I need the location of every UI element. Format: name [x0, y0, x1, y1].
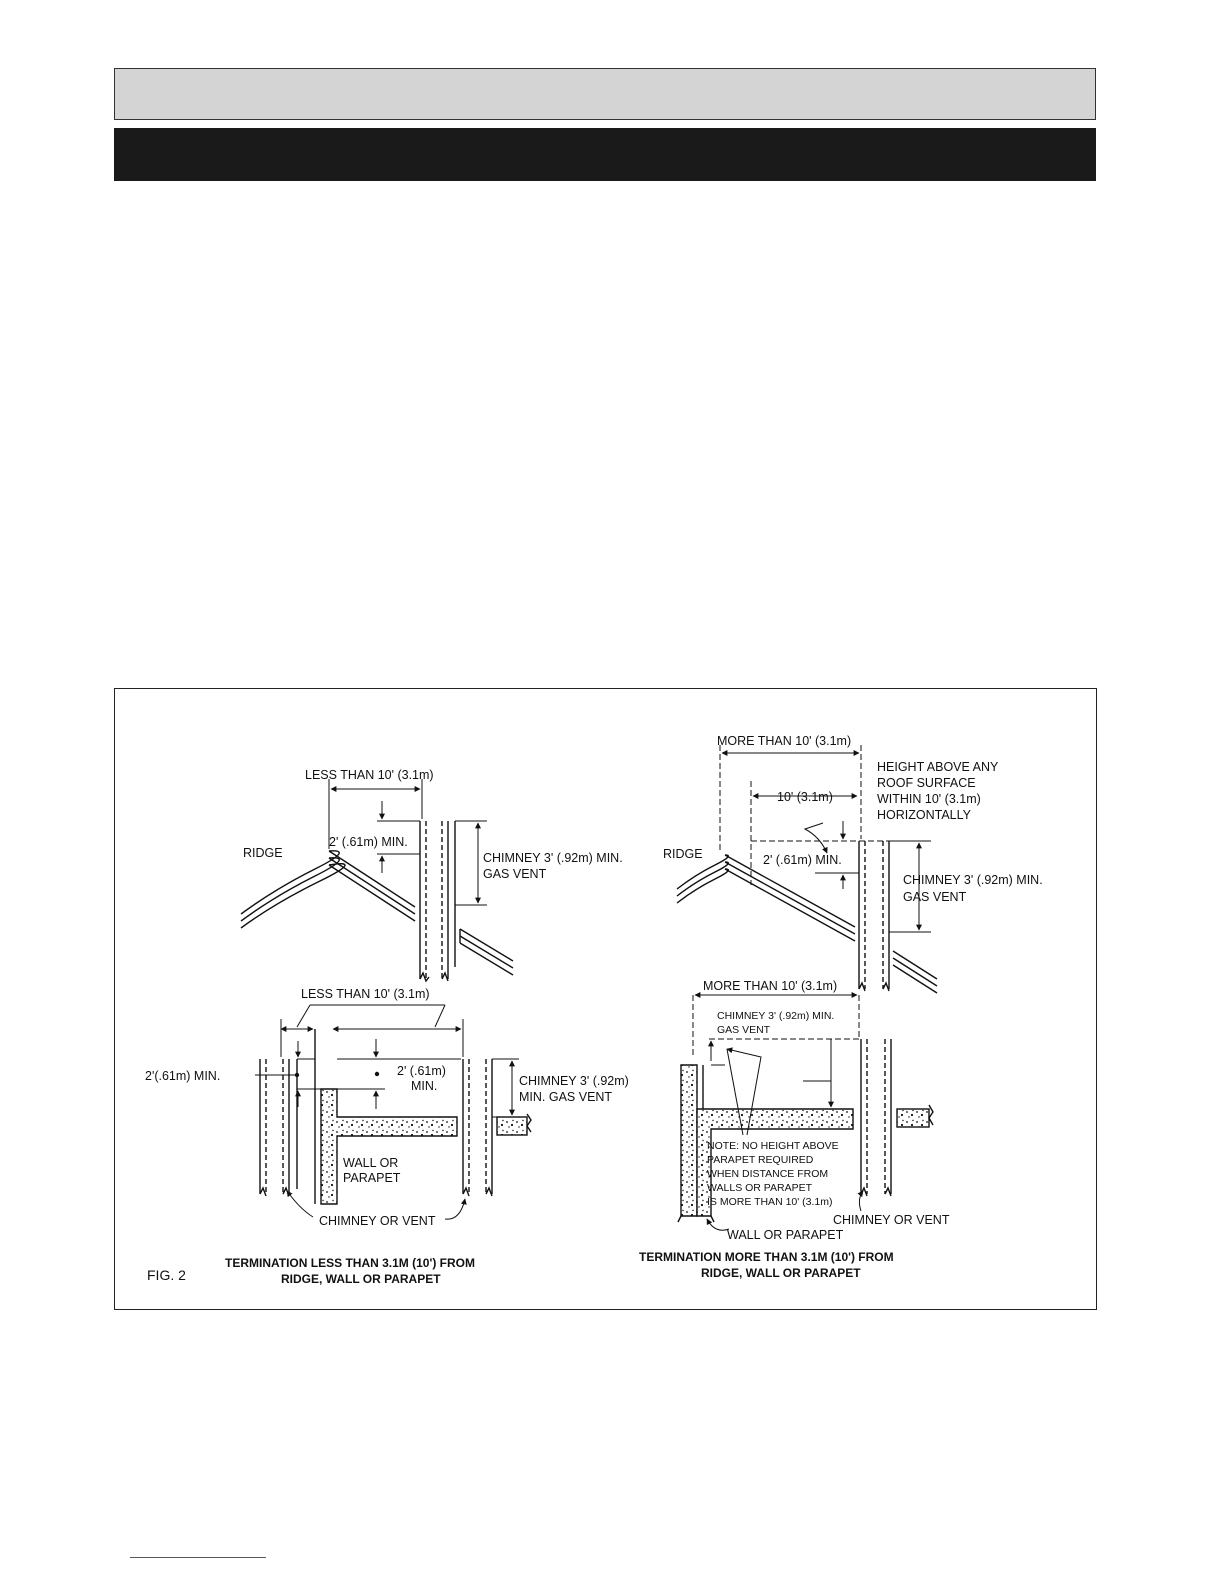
left-caption-line-2: RIDGE, WALL OR PARAPET [281, 1272, 441, 1286]
right-top-two-ft-label: 2' (.61m) MIN. [763, 853, 842, 867]
right-top-ridge-label: RIDGE [663, 847, 703, 861]
left-top-ridge-label: RIDGE [243, 846, 283, 860]
section-title-bar [114, 128, 1096, 181]
left-bottom-two-ft-mid-1: 2' (.61m) [397, 1064, 446, 1078]
right-bottom-note-2: PARAPET REQUIRED [707, 1154, 814, 1166]
right-top-ten-ft-label: 10' (3.1m) [777, 790, 833, 804]
left-bottom-chimney-label-2: MIN. GAS VENT [519, 1090, 612, 1104]
right-bottom-note-1: NOTE: NO HEIGHT ABOVE [707, 1140, 839, 1152]
right-top-ridge-diagram [676, 745, 938, 994]
right-top-chimney-label-1: CHIMNEY 3' (.92m) MIN. [903, 873, 1043, 887]
right-top-more-than-label: MORE THAN 10' (3.1m) [717, 734, 851, 748]
figure-label: FIG. 2 [147, 1267, 186, 1283]
left-bottom-wall-label-2: PARAPET [343, 1171, 401, 1185]
left-top-chimney-label-2: GAS VENT [483, 867, 547, 881]
right-bottom-note-4: WALLS OR PARAPET [707, 1182, 813, 1194]
figure-vent-termination: LESS THAN 10' (3.1m) RIDGE 2' (.61m) MIN… [114, 688, 1097, 1310]
right-bottom-more-than-label: MORE THAN 10' (3.1m) [703, 979, 837, 993]
left-bottom-chimney-label-1: CHIMNEY 3' (.92m) [519, 1074, 629, 1088]
left-bottom-chimney-or-vent-label: CHIMNEY OR VENT [319, 1214, 436, 1228]
right-bottom-note-5: IS MORE THAN 10' (3.1m) [707, 1196, 833, 1208]
left-top-ridge-diagram [240, 779, 514, 983]
right-top-height-label-4: HORIZONTALLY [877, 808, 972, 822]
right-bottom-chimney-or-vent-label: CHIMNEY OR VENT [833, 1213, 950, 1227]
right-top-chimney-label-2: GAS VENT [903, 890, 967, 904]
right-bottom-parapet-diagram [677, 992, 934, 1231]
right-bottom-chimney-label-2: GAS VENT [717, 1024, 771, 1036]
right-top-height-label-2: ROOF SURFACE [877, 776, 976, 790]
left-bottom-two-ft-mid-2: MIN. [411, 1079, 437, 1093]
right-bottom-note-3: WHEN DISTANCE FROM [707, 1168, 828, 1180]
left-bottom-less-than-label: LESS THAN 10' (3.1m) [301, 987, 430, 1001]
right-top-height-label-3: WITHIN 10' (3.1m) [877, 792, 981, 806]
right-bottom-chimney-label-1: CHIMNEY 3' (.92m) MIN. [717, 1010, 834, 1022]
left-bottom-parapet-diagram [255, 1004, 532, 1220]
left-top-less-than-label: LESS THAN 10' (3.1m) [305, 768, 434, 782]
left-bottom-two-ft-label: 2'(.61m) MIN. [145, 1069, 220, 1083]
right-caption-line-2: RIDGE, WALL OR PARAPET [701, 1266, 861, 1280]
left-top-two-ft-label: 2' (.61m) MIN. [329, 835, 408, 849]
header-title-bar [114, 68, 1096, 120]
right-bottom-wall-label: WALL OR PARAPET [727, 1228, 844, 1242]
left-bottom-wall-label-1: WALL OR [343, 1156, 398, 1170]
right-top-height-label-1: HEIGHT ABOVE ANY [877, 760, 999, 774]
left-caption-line-1: TERMINATION LESS THAN 3.1M (10') FROM [225, 1256, 475, 1270]
right-caption-line-1: TERMINATION MORE THAN 3.1M (10') FROM [639, 1250, 894, 1264]
left-top-chimney-label-1: CHIMNEY 3' (.92m) MIN. [483, 851, 623, 865]
footer-link-underline [130, 1557, 266, 1558]
vent-termination-diagram: LESS THAN 10' (3.1m) RIDGE 2' (.61m) MIN… [145, 734, 1043, 1286]
